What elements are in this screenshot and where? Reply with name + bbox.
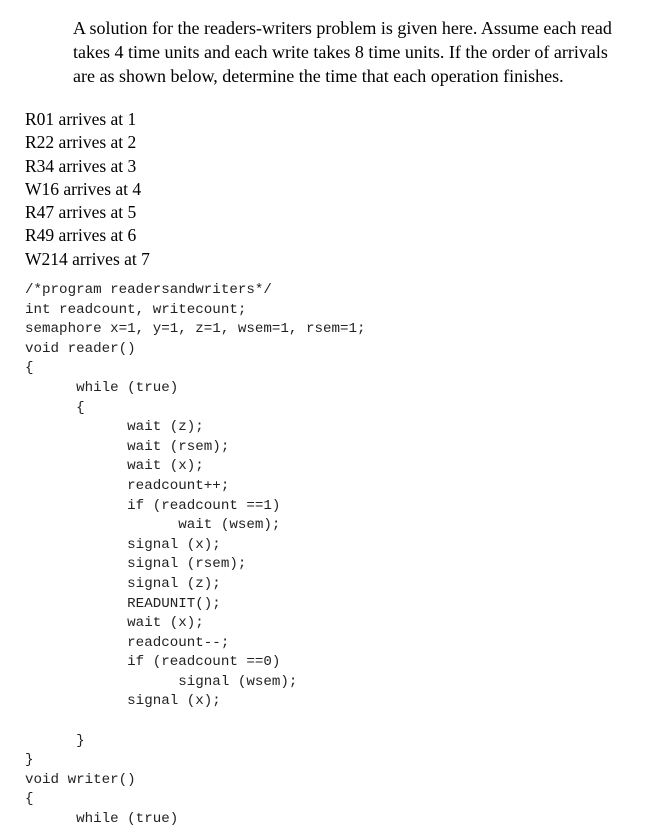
code-line: /*program readersandwriters*/	[25, 282, 272, 298]
problem-line-1: A solution for the readers-writers probl…	[73, 18, 612, 38]
code-line: wait (wsem);	[25, 517, 281, 534]
code-line	[25, 712, 366, 732]
code-line: signal (x);	[25, 693, 221, 710]
problem-line-2: takes 4 time units and each write takes …	[73, 42, 608, 62]
code-line: if (readcount ==1)	[25, 497, 281, 514]
code-line: if (readcount ==0)	[25, 654, 281, 671]
code-line: wait (rsem);	[25, 438, 230, 455]
code-line: wait (z);	[25, 419, 204, 436]
code-line: int readcount, writecount;	[25, 301, 247, 318]
code-line: signal (x);	[25, 536, 221, 553]
arrival-r01: R01 arrives at 1	[25, 109, 137, 129]
code-line: readcount--;	[25, 634, 230, 651]
code-line: {	[25, 791, 34, 808]
arrival-r47: R47 arrives at 5	[25, 202, 137, 223]
code-line: semaphore x=1, y=1, z=1, wsem=1, rsem=1;	[25, 321, 366, 338]
code-line: wait (x);	[25, 458, 204, 475]
code-line: }	[25, 752, 34, 769]
code-line: wait (x);	[25, 615, 204, 632]
arrival-w214: W214 arrives at 7	[25, 248, 150, 269]
code-line: void reader()	[25, 340, 136, 357]
code-line: {	[25, 399, 85, 416]
code-line: READUNIT();	[25, 595, 221, 612]
code-listing: /*program readersandwriters*/ int readco…	[25, 281, 366, 830]
arrival-r34: R34 arrives at 3	[25, 155, 137, 176]
code-line: void writer()	[25, 771, 136, 788]
arrival-r49: R49 arrives at 6	[25, 225, 137, 246]
code-line: signal (rsem);	[25, 556, 247, 573]
arrival-r22: R22 arrives at 2	[25, 132, 137, 153]
code-line: signal (z);	[25, 575, 221, 592]
code-line: }	[25, 732, 85, 749]
arrival-list: R01 arrives at 1 R22 arrives at 2 R34 ar…	[25, 108, 150, 271]
arrival-w16: W16 arrives at 4	[25, 178, 142, 199]
code-line: while (true)	[25, 811, 179, 828]
code-line: signal (wsem);	[25, 673, 298, 690]
code-line: readcount++;	[25, 477, 230, 494]
problem-line-3: are as shown below, determine the time t…	[73, 66, 564, 86]
problem-statement: A solution for the readers-writers probl…	[73, 16, 653, 88]
code-line: {	[25, 360, 34, 377]
code-line: while (true)	[25, 379, 179, 396]
